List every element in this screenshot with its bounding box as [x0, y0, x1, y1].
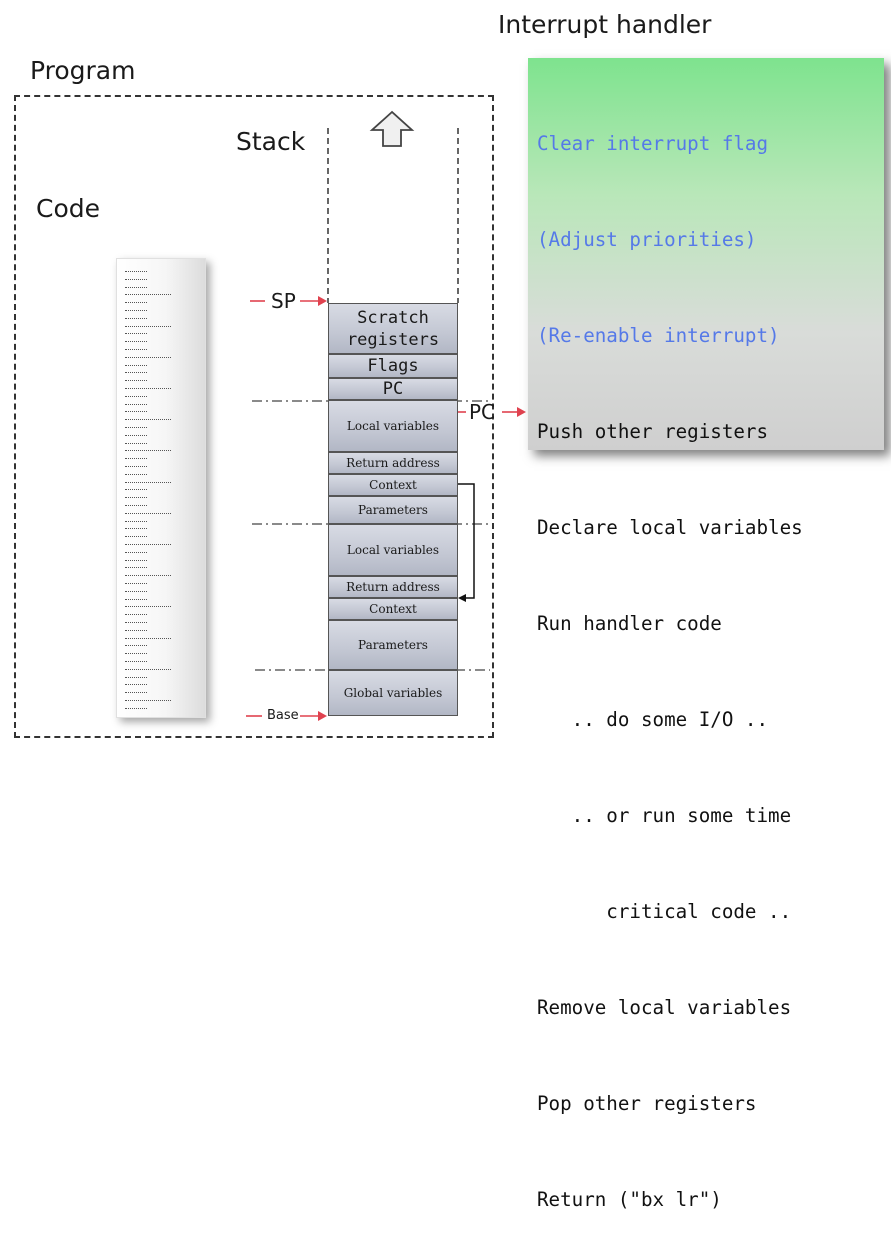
code-line	[125, 512, 171, 514]
sp-arrowhead-icon	[318, 296, 327, 306]
stack-cell-return-address: Return address	[328, 452, 458, 474]
code-line	[125, 544, 171, 545]
code-line	[125, 653, 147, 655]
code-line	[125, 536, 147, 538]
code-line	[125, 575, 171, 577]
code-line	[125, 310, 147, 311]
code-line	[125, 333, 147, 335]
code-line	[125, 583, 147, 584]
code-line	[125, 450, 171, 452]
stack-cell-pc: PC	[328, 378, 458, 400]
code-line	[125, 349, 147, 350]
code-line	[125, 380, 147, 382]
code-column	[116, 258, 206, 718]
stack-cell-scratch-registers: Scratch registers	[328, 303, 458, 354]
code-line	[125, 427, 147, 428]
handler-line: critical code ..	[537, 900, 792, 923]
code-line	[125, 458, 147, 460]
stack-cell-global-variables: Global variables	[328, 670, 458, 716]
code-line	[125, 692, 147, 694]
code-line	[125, 622, 147, 623]
context-link-arrowhead-icon	[458, 594, 466, 602]
code-line	[125, 419, 171, 421]
code-line	[125, 395, 147, 397]
code-line	[125, 481, 171, 483]
code-line	[125, 356, 171, 358]
interrupt-handler-title: Interrupt handler	[498, 10, 712, 39]
stack-growth-arrow-icon	[369, 110, 415, 147]
program-title: Program	[30, 56, 136, 85]
code-line	[125, 567, 147, 569]
code-line	[125, 676, 147, 678]
handler-line: .. or run some time	[537, 804, 792, 827]
code-line	[125, 668, 171, 670]
code-line	[125, 388, 171, 389]
handler-line: Return ("bx lr")	[537, 1188, 722, 1211]
code-line	[125, 707, 147, 709]
code-line	[125, 271, 147, 272]
stack-cell-context: Context	[328, 474, 458, 496]
stack-cell-parameters: Parameters	[328, 620, 458, 670]
code-line	[125, 629, 147, 631]
handler-line: Clear interrupt flag	[537, 132, 769, 155]
code-title: Code	[36, 194, 101, 223]
code-line	[125, 372, 147, 374]
handler-line: (Adjust priorities)	[537, 228, 757, 251]
code-line	[125, 403, 147, 405]
pc-label: PC	[469, 400, 496, 424]
code-line	[125, 559, 147, 561]
program-frame	[14, 95, 494, 738]
stack-cell-parameters: Parameters	[328, 496, 458, 524]
code-line	[125, 325, 171, 327]
code-line	[125, 278, 147, 280]
code-line	[125, 466, 147, 467]
code-line	[125, 442, 147, 444]
handler-line: Remove local variables	[537, 996, 792, 1019]
handler-line: Push other registers	[537, 420, 769, 443]
stack-title: Stack	[236, 127, 306, 156]
code-line	[125, 317, 147, 319]
sp-label: SP	[271, 289, 296, 313]
base-label: Base	[267, 708, 299, 723]
handler-line: (Re-enable interrupt)	[537, 324, 780, 347]
stack-cell-flags: Flags	[328, 354, 458, 378]
context-link-line	[458, 483, 475, 599]
code-line	[125, 551, 147, 553]
base-arrowhead-icon	[318, 711, 327, 721]
interrupt-handler-box: Clear interrupt flag (Adjust priorities)…	[528, 58, 884, 1211]
code-line	[125, 497, 147, 499]
stack-cell-context: Context	[328, 598, 458, 620]
code-line	[125, 684, 147, 686]
code-line	[125, 528, 147, 530]
code-line	[125, 473, 147, 475]
code-line	[125, 614, 147, 616]
code-line	[125, 434, 147, 436]
code-line	[125, 489, 147, 491]
code-line	[125, 661, 147, 662]
handler-line: Pop other registers	[537, 1092, 757, 1115]
code-line	[125, 341, 147, 343]
code-line	[125, 364, 147, 366]
handler-line: Declare local variables	[537, 516, 803, 539]
code-line	[125, 302, 147, 304]
code-line	[125, 700, 171, 701]
code-line	[125, 411, 147, 413]
code-line	[125, 505, 147, 506]
code-line	[125, 598, 147, 600]
code-line	[125, 637, 171, 639]
handler-line: .. do some I/O ..	[537, 708, 769, 731]
code-line	[125, 590, 147, 592]
stack-cell-local-variables: Local variables	[328, 524, 458, 576]
code-line	[125, 645, 147, 647]
stack-cell-return-address: Return address	[328, 576, 458, 598]
stack-cell-local-variables: Local variables	[328, 400, 458, 452]
code-line	[125, 606, 171, 608]
code-line	[125, 520, 147, 522]
code-line	[125, 294, 171, 296]
handler-line: Run handler code	[537, 612, 722, 635]
pc-arrowhead-icon	[517, 407, 526, 417]
code-line	[125, 286, 147, 288]
